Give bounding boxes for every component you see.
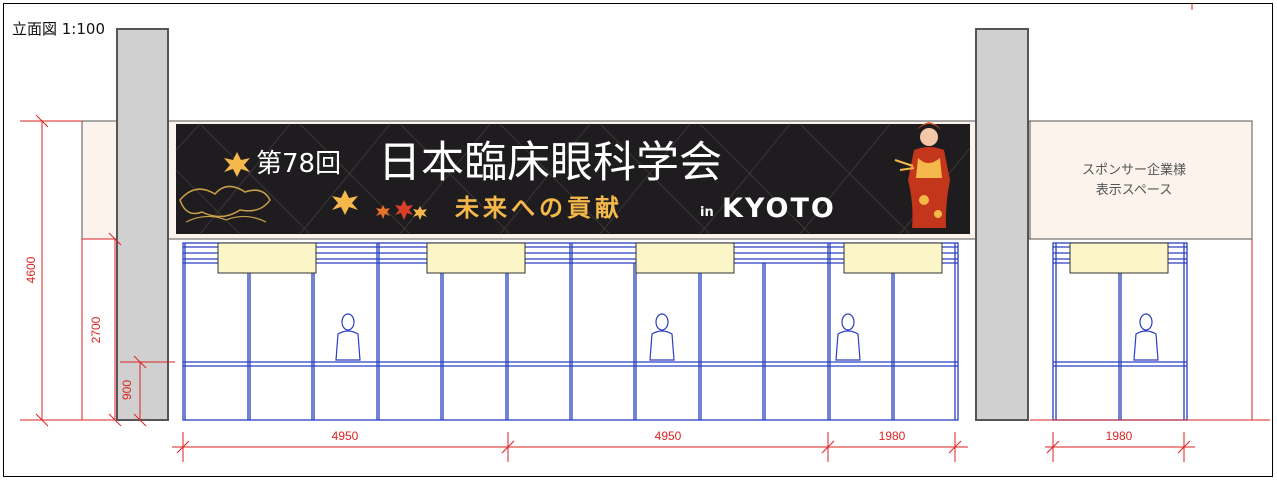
pillar-right <box>975 28 1029 421</box>
maiko-illustration <box>894 122 950 228</box>
person-figure-icon <box>335 313 361 361</box>
dimension-wall-height: 2700 <box>89 316 103 343</box>
maple-leaf-icon <box>376 205 390 219</box>
pillar-left <box>116 28 169 421</box>
banner-main-title: 日本臨床眼科学会 <box>378 138 722 188</box>
sponsor-space-box <box>1029 120 1253 240</box>
conference-banner: 第78回 日本臨床眼科学会 未来への貢献 in KYOTO <box>175 122 971 235</box>
maple-leaf-icon <box>332 190 358 215</box>
banner-location: KYOTO <box>722 193 836 224</box>
drawing-title: 立面図 1:100 <box>12 20 105 38</box>
banner-edition: 第78回 <box>256 149 341 179</box>
banner-pattern <box>175 123 971 235</box>
dimension-width: 4950 <box>655 429 682 443</box>
booth-header-panel <box>426 242 526 274</box>
sponsor-text-line2: 表示スペース <box>1096 183 1172 198</box>
dimension-width: 4950 <box>332 429 359 443</box>
maple-leaf-icon <box>395 200 413 220</box>
drawing-frame <box>3 3 1273 477</box>
booth-header-panel <box>843 242 943 274</box>
banner-subtitle: 未来への貢献 <box>455 194 623 222</box>
booth-header-panel <box>217 242 317 274</box>
banner-location-prefix: in <box>700 205 714 220</box>
person-figure-icon <box>1133 313 1159 361</box>
banner-background <box>176 124 970 234</box>
person-figure-icon <box>649 313 675 361</box>
dimension-total-height: 4600 <box>24 256 38 283</box>
booth-header-panel <box>635 242 735 274</box>
cloud-ornament-lower <box>185 215 267 223</box>
cloud-ornament <box>179 185 271 218</box>
dimension-width: 1980 <box>879 429 906 443</box>
dimension-width: 1980 <box>1106 429 1133 443</box>
maple-leaf-icon <box>224 152 250 177</box>
person-figure-icon <box>835 313 861 361</box>
dimension-lower-height: 900 <box>120 380 134 400</box>
maple-leaf-icon <box>413 206 427 220</box>
sponsor-text-line1: スポンサー企業様 <box>1082 162 1186 178</box>
dimension-lines <box>20 114 1270 462</box>
booth-header-panel <box>1069 242 1169 274</box>
